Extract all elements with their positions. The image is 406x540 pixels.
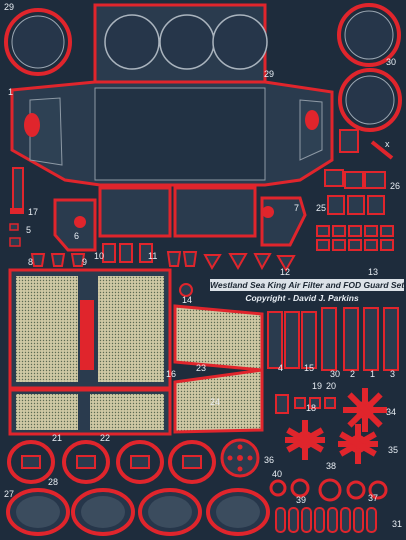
part-label-1: 1 [8,87,14,97]
part-label-23: 21 [52,433,63,443]
part-label-15: 13 [368,267,379,277]
part-label-25: 23 [196,363,207,373]
part-label-38: 38 [326,461,337,471]
part-16 [179,283,193,297]
part-label-22: 20 [326,381,337,391]
filter-block-18 [8,268,172,390]
ring-top-left [4,8,72,76]
filter-25 [173,304,264,372]
part-label-40: 40 [272,469,283,479]
part-label-10: 8 [28,257,34,267]
star-34 [343,388,387,432]
lower-panel-right [173,186,257,238]
part-label-26: 24 [210,397,221,407]
filter-block-23-24 [8,388,172,436]
part-label-28: 26 [390,181,401,191]
part-label-2: 30 [330,369,341,379]
star-35a [285,420,325,460]
part-label-27: 25 [316,203,327,213]
part-label-19: 15 [304,363,315,373]
part-label-32: 28 [48,477,59,487]
part-label-14: 12 [280,267,291,277]
part-label-39: 39 [296,495,307,505]
part-label-21: 19 [312,381,323,391]
part-label-3: 1 [370,369,376,379]
part-label-24: 22 [100,433,111,443]
part-label-34: 34 [386,407,397,417]
part-label-x: x [385,139,390,149]
fret-title: Westland Sea King Air Filter and FOD Gua… [210,279,405,291]
copyright-line: Copyright - David J. Parkins [245,293,359,303]
part-label-16: 14 [182,295,193,305]
ring-30 [338,68,402,132]
part-label-6: 4 [278,363,284,373]
part-label-5: 3 [390,369,396,379]
part-label-17: 17 [28,207,39,217]
part-label-11: 9 [82,257,88,267]
part-label-30: 30 [386,57,397,67]
lower-panel-left [98,186,172,238]
filter-26 [173,368,264,434]
part-label-20: 18 [306,403,317,413]
part-label-29b: 29 [264,69,275,79]
part-label-36: 36 [264,455,275,465]
part-label-12: 10 [94,251,105,261]
ring-29 [337,3,401,67]
part-label-29: 29 [4,2,15,12]
part-label-33: 31 [392,519,403,529]
part-label-37: 37 [368,493,379,503]
strip-17 [12,167,24,211]
part-label-18: 16 [166,369,177,379]
part-label-4: 2 [350,369,356,379]
part-label-13: 11 [148,251,158,261]
star-35b [338,424,378,464]
part-label-31: 27 [4,489,15,499]
part-label-8: 6 [74,231,80,241]
part-label-9: 7 [294,203,300,213]
part-label-7: 5 [26,225,32,235]
part-label-35: 35 [388,445,399,455]
